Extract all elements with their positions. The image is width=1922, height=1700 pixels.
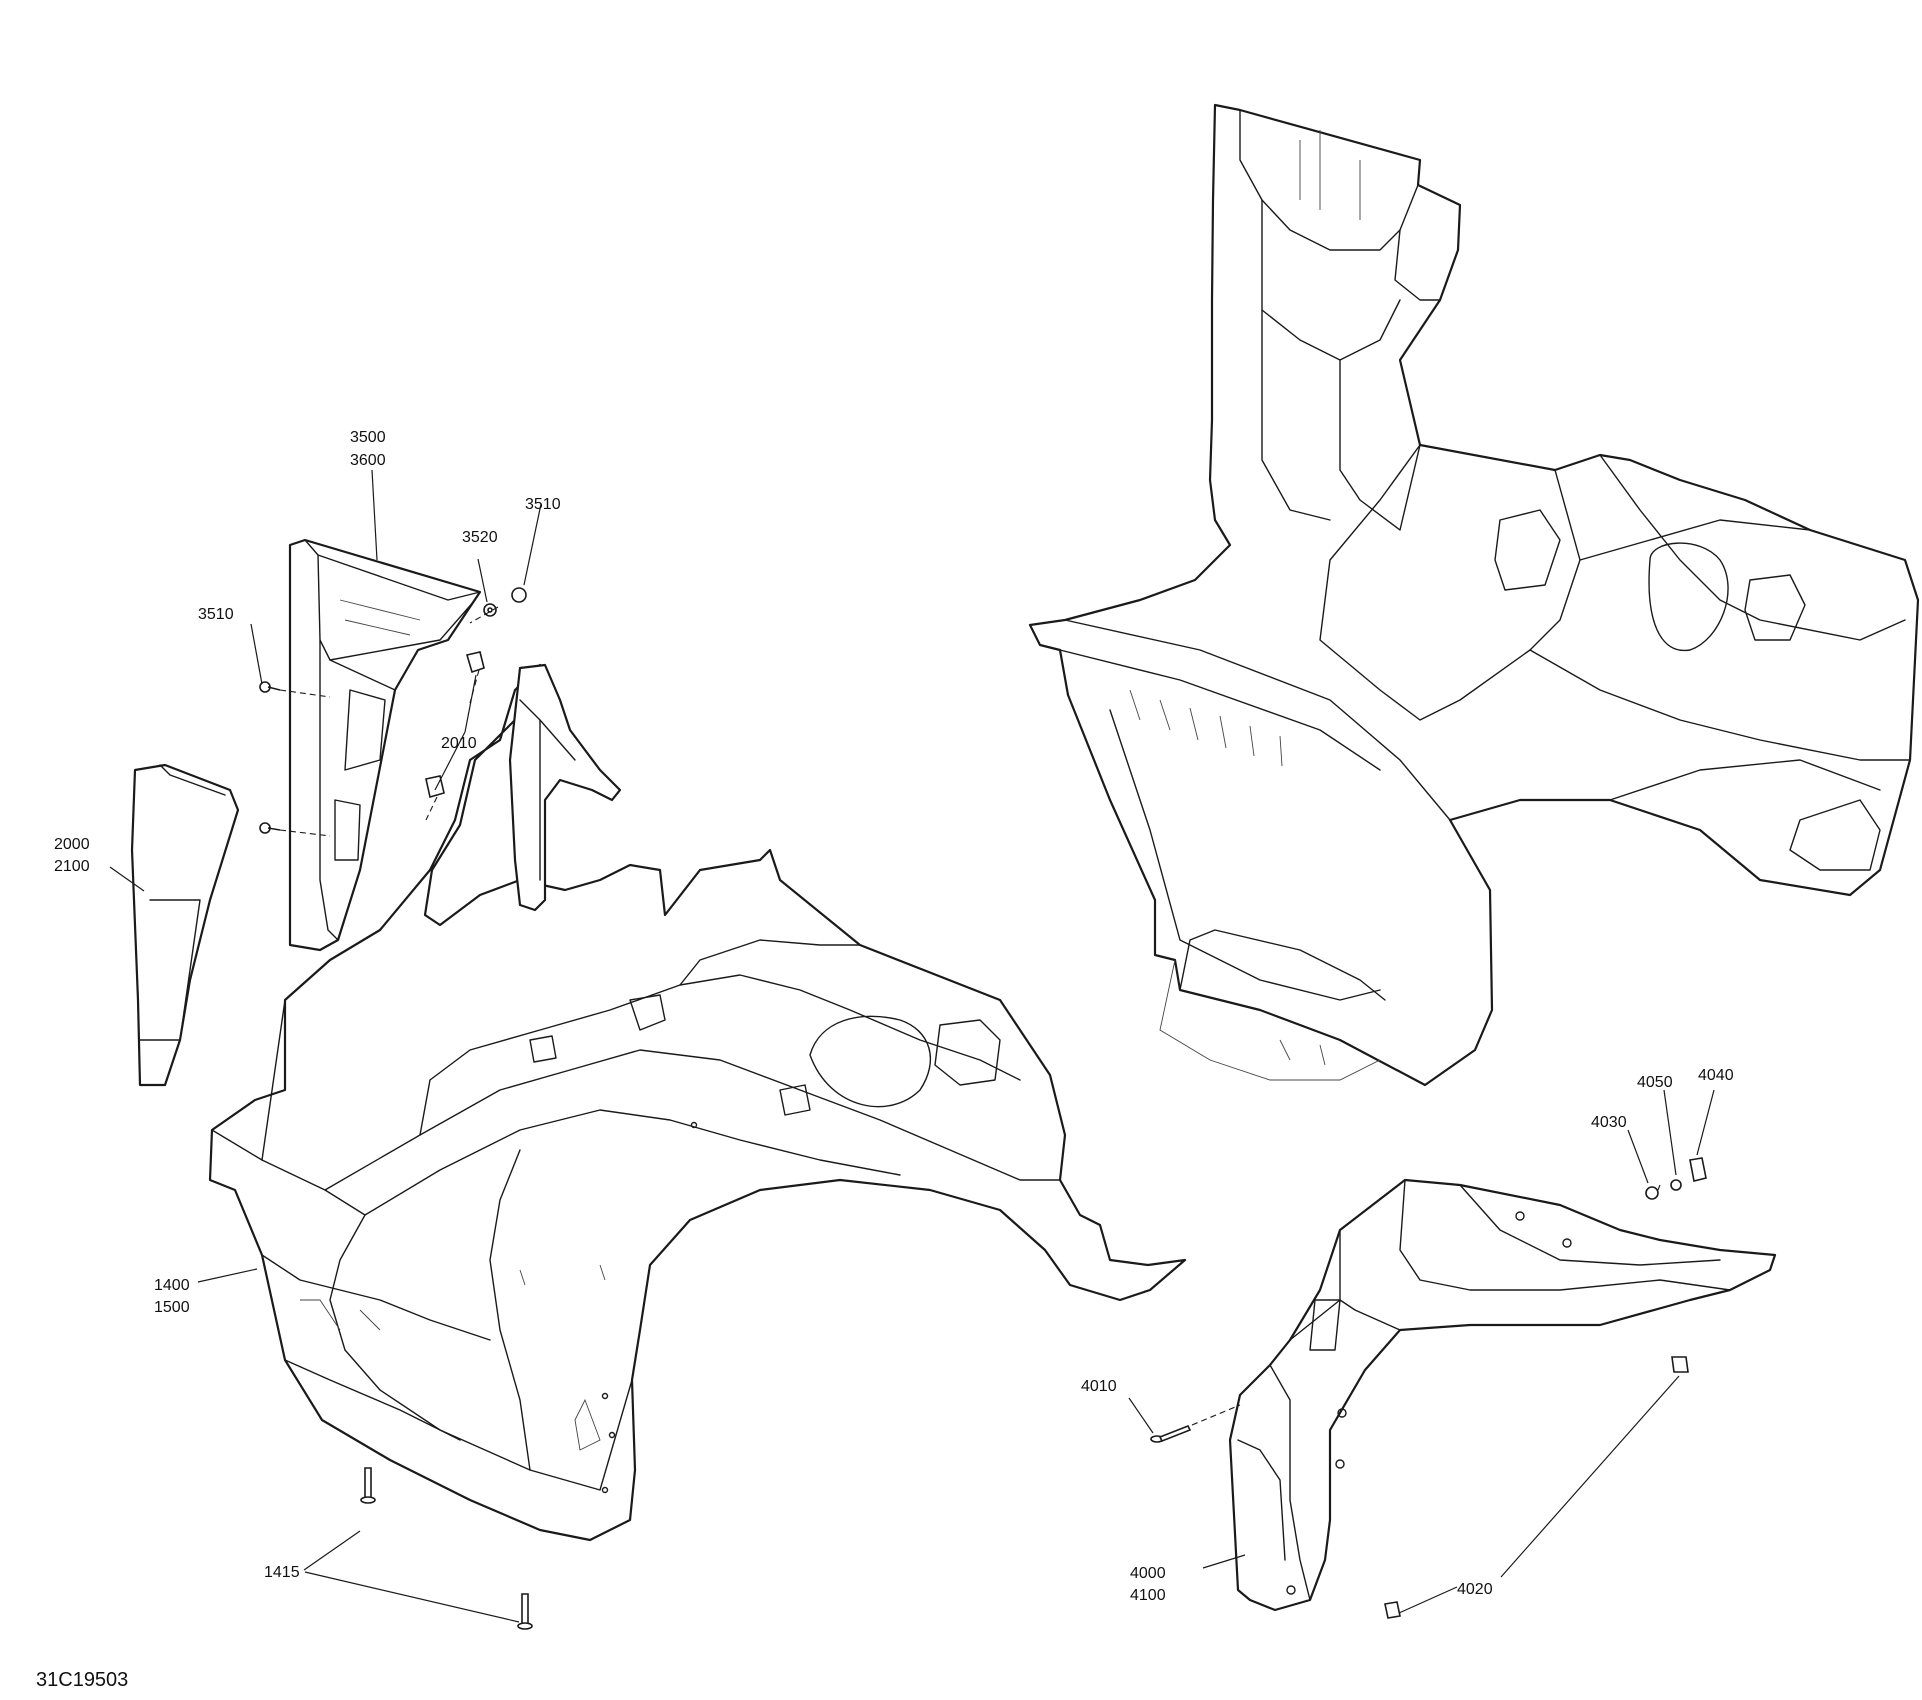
callout-2000-2100: 2000 2100 [54,836,90,875]
callout-4000-4100: 4000 4100 [1130,1565,1166,1604]
svg-text:2000: 2000 [54,836,90,853]
hardware-4020-lower [1384,1601,1401,1619]
assembled-front-fender-view [1028,103,1920,1087]
callout-1415: 1415 [264,1564,300,1581]
right-fender-part-4000 [1228,1178,1777,1612]
hardware-3510-lower [259,822,281,834]
svg-text:2100: 2100 [54,858,90,875]
callout-4040: 4040 [1698,1067,1734,1084]
svg-text:4000: 4000 [1130,1565,1166,1582]
panel-part-3500 [288,538,482,952]
callout-3510-left: 3510 [198,606,234,623]
callout-4050: 4050 [1637,1074,1673,1091]
main-fender-part-1400 [208,663,1187,1542]
callout-1400-1500: 1400 1500 [154,1277,190,1316]
hardware-3510-right [511,587,527,603]
svg-text:1500: 1500 [154,1299,190,1316]
trim-part-2000 [130,763,240,1087]
diagram-reference-code: 31C19503 [36,1669,128,1691]
svg-text:1400: 1400 [154,1277,190,1294]
hardware-3510-left [259,681,281,693]
hardware-4010 [1150,1424,1192,1443]
callout-4030: 4030 [1591,1114,1627,1131]
hardware-2010-clip-upper [465,651,485,674]
svg-text:4100: 4100 [1130,1587,1166,1604]
hardware-4020-upper [1671,1356,1689,1373]
hardware-4040 [1689,1157,1707,1182]
callout-3520: 3520 [462,529,498,546]
svg-text:3500: 3500 [350,429,386,446]
callout-3500-3600: 3500 3600 [350,429,386,469]
callout-3510-right: 3510 [525,496,561,513]
svg-text:3600: 3600 [350,452,386,469]
bracket-part [508,663,622,912]
hardware-4050 [1670,1179,1682,1191]
hardware-1415-lower [517,1593,533,1630]
callout-4020: 4020 [1457,1581,1493,1598]
hardware-4030 [1645,1186,1659,1200]
hardware-2010-clip-lower [425,775,445,799]
leader-lines [109,469,1715,1623]
hardware-1415-upper [360,1467,376,1504]
callout-2010: 2010 [441,735,477,752]
callout-4010: 4010 [1081,1378,1117,1395]
